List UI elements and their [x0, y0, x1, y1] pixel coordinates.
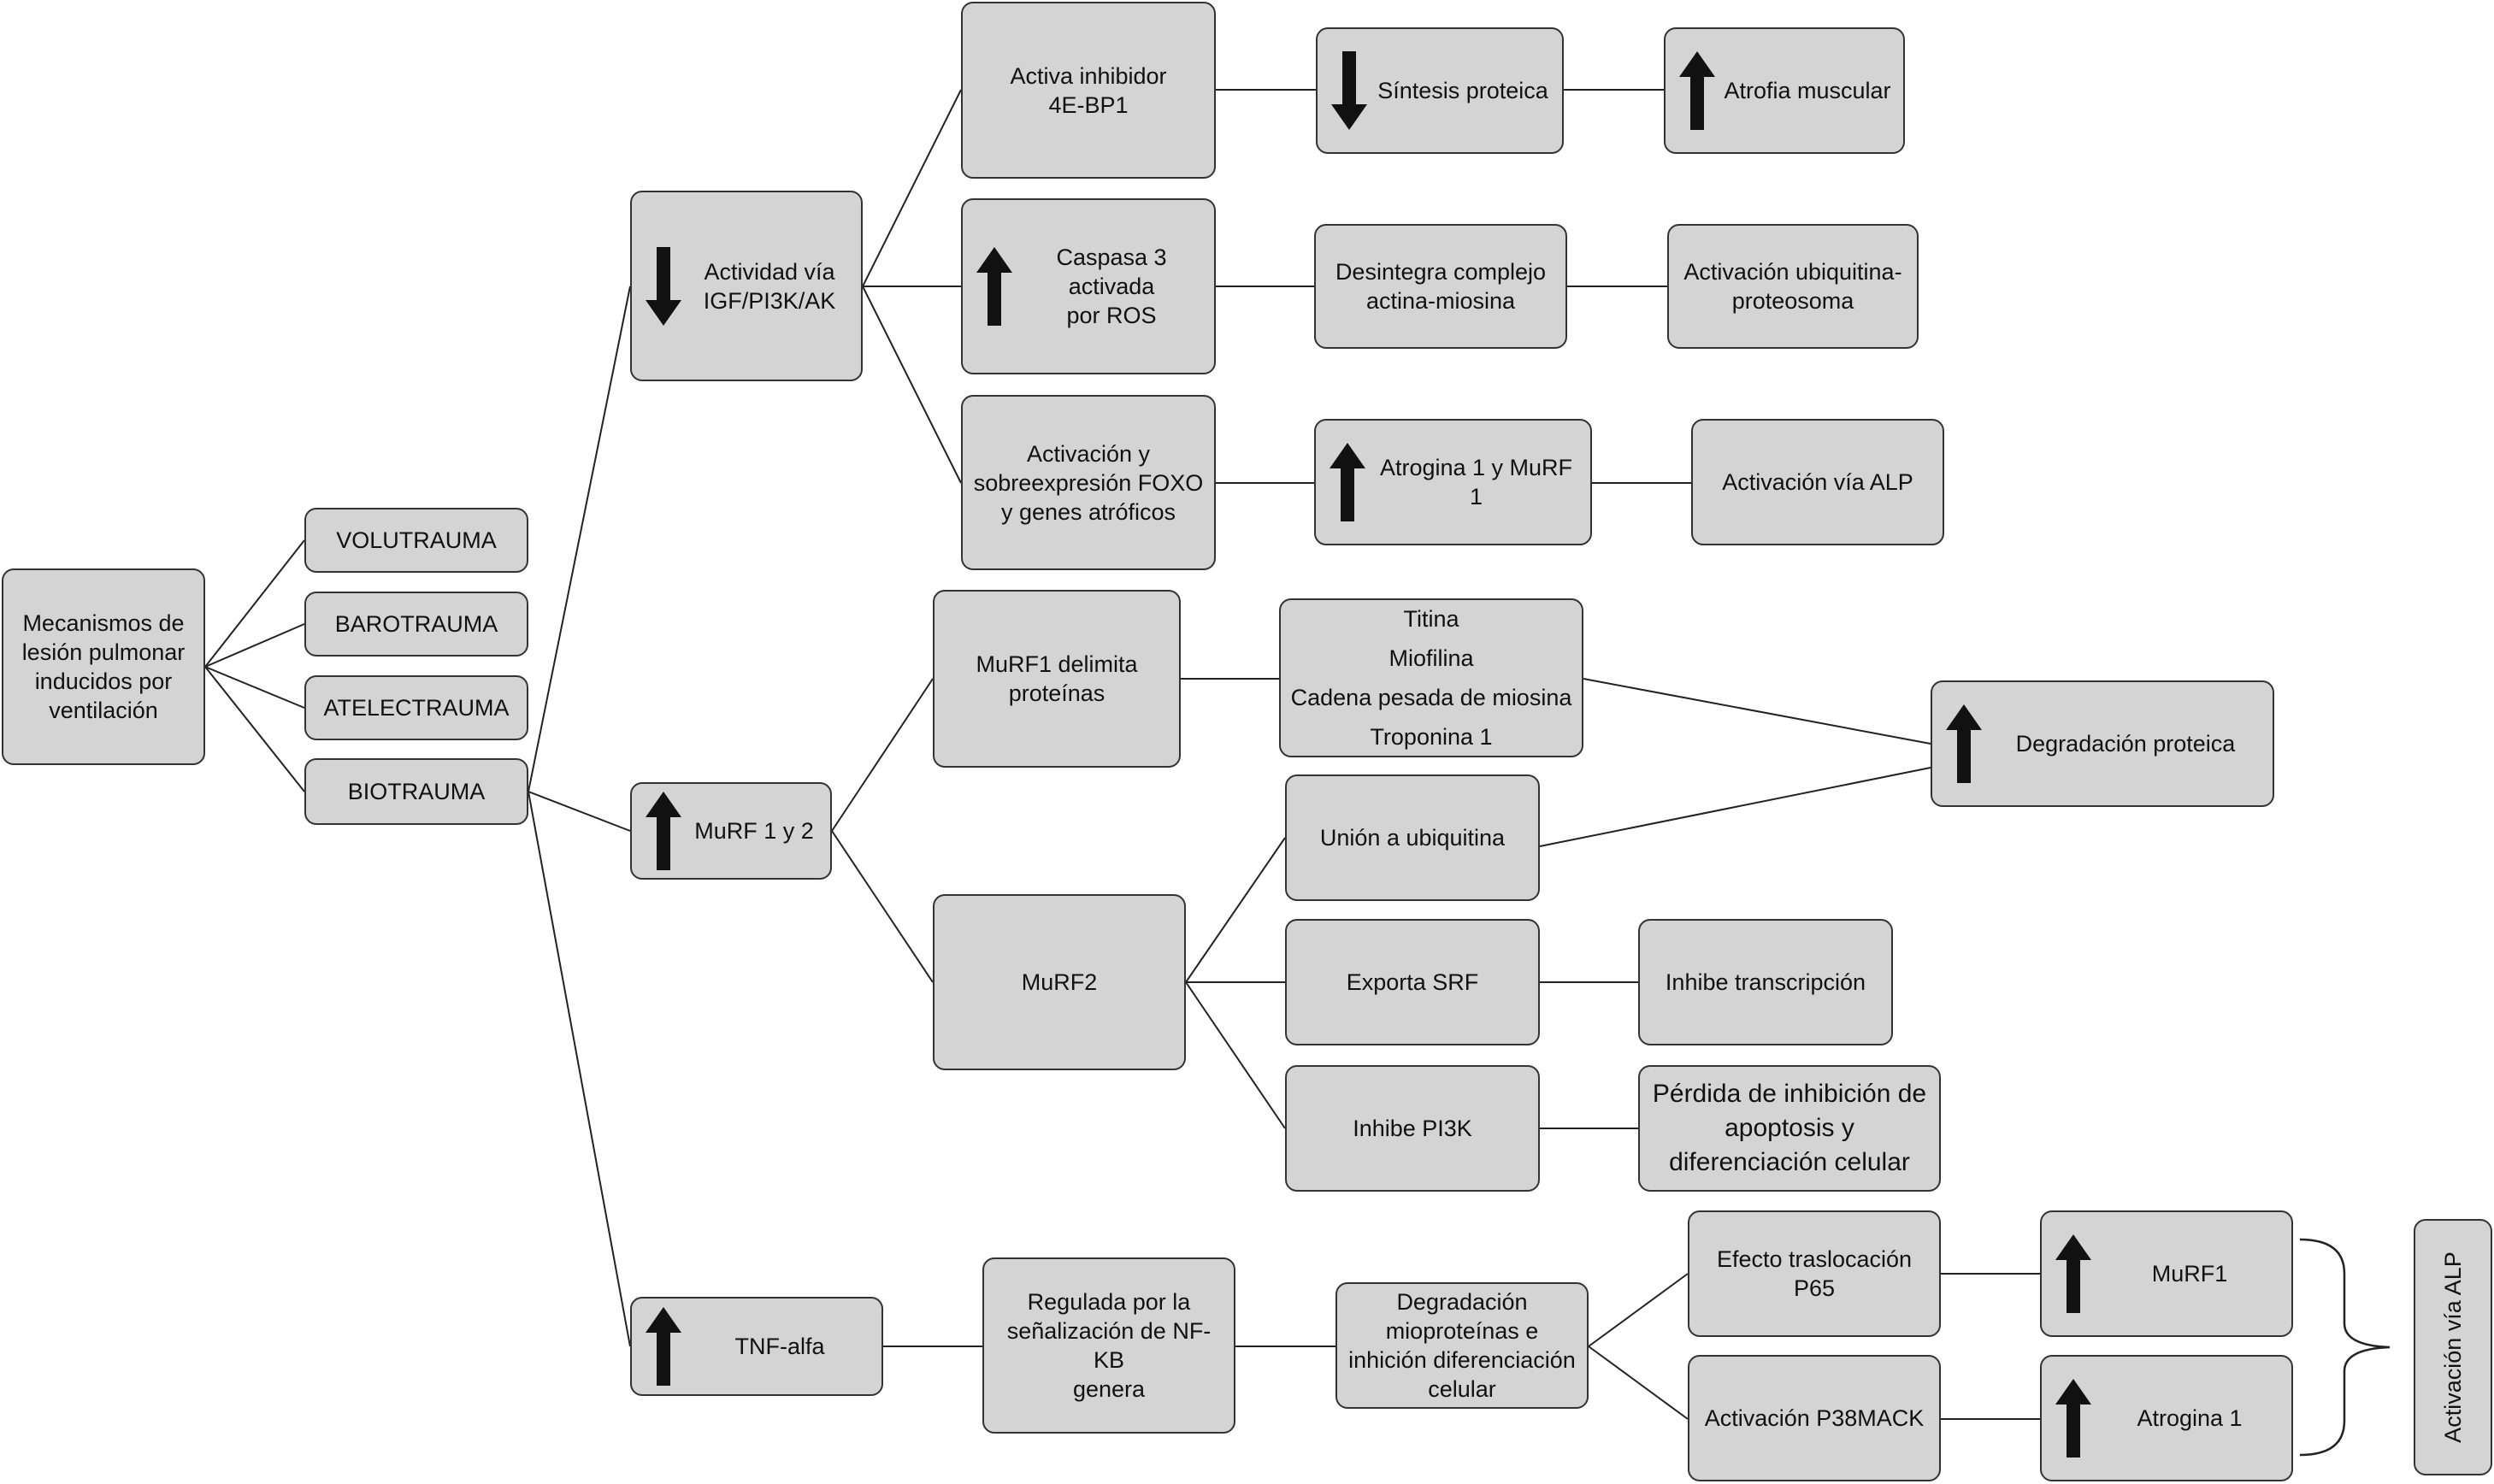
- connector-line: [204, 666, 305, 709]
- connector-line: [528, 791, 631, 1347]
- node-degradacion-label: Degradación proteica: [2015, 731, 2236, 757]
- connector-line: [831, 830, 934, 983]
- node-biotrauma: BIOTRAUMA: [304, 758, 528, 825]
- node-inhibe-trans: Inhibe transcripción: [1638, 919, 1893, 1045]
- connector-line: [204, 666, 305, 792]
- node-regulada-label: Regulada por la señalización de NF-KB ge…: [1006, 1289, 1212, 1402]
- connector-line: [1588, 1346, 1689, 1420]
- arrow-up-icon: [1946, 704, 1982, 783]
- arrow-up-icon: [1679, 51, 1715, 130]
- node-tnf-label: TNF-alfa: [734, 1334, 825, 1359]
- node-root-label: Mecanismos de lesión pulmonar inducidos …: [21, 610, 186, 723]
- connector-line: [528, 791, 631, 832]
- node-exporta: Exporta SRF: [1285, 919, 1540, 1045]
- node-volutrauma: VOLUTRAUMA: [304, 508, 528, 573]
- node-murf1-delimita-label: MuRF1 delimita proteínas: [976, 651, 1138, 706]
- connector-line: [1588, 1273, 1689, 1347]
- connector-line: [204, 539, 305, 668]
- node-union-label: Unión a ubiquitina: [1319, 825, 1506, 851]
- node-atrogina-murf: Atrogina 1 y MuRF 1: [1314, 419, 1592, 545]
- arrow-up-icon: [1330, 443, 1365, 521]
- node-barotrauma-label: BAROTRAUMA: [334, 611, 498, 637]
- node-atelectrauma: ATELECTRAUMA: [304, 675, 528, 740]
- node-atelectrauma-label: ATELECTRAUMA: [323, 695, 510, 721]
- node-igf-label: Actividad vía IGF/PI3K/AK: [703, 258, 836, 314]
- arrow-up-icon: [2055, 1379, 2091, 1458]
- node-murf1: MuRF1: [2040, 1210, 2293, 1337]
- arrow-up-icon: [976, 247, 1012, 326]
- node-murf12-label: MuRF 1 y 2: [694, 818, 814, 844]
- node-atrofia: Atrofia muscular: [1664, 27, 1905, 154]
- node-via-alp-label: Activación vía ALP: [1722, 469, 1913, 495]
- node-igf: Actividad vía IGF/PI3K/AK: [630, 191, 863, 381]
- node-murf2-label: MuRF2: [1021, 969, 1098, 995]
- node-inhibidor-label: Activa inhibidor 4E-BP1: [1010, 62, 1167, 118]
- node-p65-label: Efecto traslocación P65: [1716, 1246, 1913, 1301]
- node-tnf: TNF-alfa: [630, 1297, 883, 1396]
- connector-line: [1539, 767, 1931, 847]
- node-proteins-label: Titina Miofilina Cadena pesada de miosin…: [1290, 606, 1572, 750]
- arrow-down-icon: [646, 246, 681, 326]
- node-atrogina1: Atrogina 1: [2040, 1355, 2293, 1481]
- node-ubiq-proteosoma: Activación ubiquitina- proteosoma: [1667, 224, 1919, 349]
- arrow-down-icon: [1331, 51, 1367, 130]
- node-inhibe-pi3k-label: Inhibe PI3K: [1353, 1116, 1472, 1141]
- node-foxo: Activación y sobreexpresión FOXO y genes…: [961, 395, 1216, 570]
- node-foxo-label: Activación y sobreexpresión FOXO y genes…: [973, 440, 1204, 525]
- connector-line: [528, 286, 631, 792]
- node-murf1-delimita: MuRF1 delimita proteínas: [933, 590, 1181, 768]
- node-regulada: Regulada por la señalización de NF-KB ge…: [982, 1257, 1235, 1434]
- node-atrofia-label: Atrofia muscular: [1724, 78, 1891, 103]
- connector-line: [862, 89, 962, 287]
- curly-brace: [2299, 1238, 2391, 1457]
- node-atrogina1-label: Atrogina 1: [2137, 1405, 2243, 1431]
- node-caspasa-label: Caspasa 3 activada por ROS: [1056, 244, 1167, 328]
- arrow-up-icon: [646, 1307, 681, 1386]
- node-desintegra-label: Desintegra complejo actina-miosina: [1335, 259, 1547, 314]
- node-via-alp: Activación vía ALP: [1691, 419, 1944, 545]
- node-sintesis: Síntesis proteica: [1316, 27, 1564, 154]
- node-desintegra: Desintegra complejo actina-miosina: [1314, 224, 1567, 349]
- node-inhibe-pi3k: Inhibe PI3K: [1285, 1065, 1540, 1192]
- node-alp-vertical-label: Activación vía ALP: [2440, 1251, 2466, 1443]
- connector-line: [1185, 837, 1286, 983]
- node-perdida-label: Pérdida de inhibición de apoptosis y dif…: [1652, 1080, 1927, 1176]
- node-sintesis-label: Síntesis proteica: [1377, 78, 1548, 103]
- node-union: Unión a ubiquitina: [1285, 774, 1540, 901]
- connector-line: [204, 623, 305, 668]
- node-degradacion-mio: Degradación mioproteínas e inhición dife…: [1335, 1282, 1589, 1409]
- node-perdida: Pérdida de inhibición de apoptosis y dif…: [1638, 1065, 1941, 1192]
- node-volutrauma-label: VOLUTRAUMA: [336, 527, 497, 553]
- arrow-up-icon: [646, 792, 681, 870]
- arrow-up-icon: [2055, 1234, 2091, 1313]
- node-ubiq-proteosoma-label: Activación ubiquitina- proteosoma: [1683, 259, 1902, 314]
- node-alp-vertical: Activación vía ALP: [2414, 1219, 2492, 1475]
- node-atrogina-murf-label: Atrogina 1 y MuRF 1: [1379, 455, 1573, 509]
- node-caspasa: Caspasa 3 activada por ROS: [961, 198, 1216, 374]
- node-degradacion-mio-label: Degradación mioproteínas e inhición dife…: [1348, 1289, 1576, 1402]
- connector-line: [1185, 981, 1286, 1129]
- node-p38-label: Activación P38MACK: [1704, 1405, 1925, 1431]
- node-inhibe-trans-label: Inhibe transcripción: [1665, 969, 1866, 995]
- node-p38: Activación P38MACK: [1688, 1355, 1941, 1481]
- node-proteins: Titina Miofilina Cadena pesada de miosin…: [1279, 598, 1583, 757]
- node-barotrauma: BAROTRAUMA: [304, 592, 528, 657]
- node-murf1-label: MuRF1: [2151, 1261, 2228, 1287]
- node-murf2: MuRF2: [933, 894, 1186, 1070]
- node-root: Mecanismos de lesión pulmonar inducidos …: [2, 568, 205, 765]
- node-biotrauma-label: BIOTRAUMA: [347, 779, 486, 804]
- connector-line: [831, 678, 934, 832]
- node-exporta-label: Exporta SRF: [1346, 969, 1479, 995]
- node-inhibidor: Activa inhibidor 4E-BP1: [961, 2, 1216, 179]
- node-murf12: MuRF 1 y 2: [630, 782, 832, 880]
- node-degradacion: Degradación proteica: [1931, 680, 2274, 807]
- node-p65: Efecto traslocación P65: [1688, 1210, 1941, 1337]
- connector-line: [1583, 678, 1931, 745]
- connector-line: [862, 286, 962, 484]
